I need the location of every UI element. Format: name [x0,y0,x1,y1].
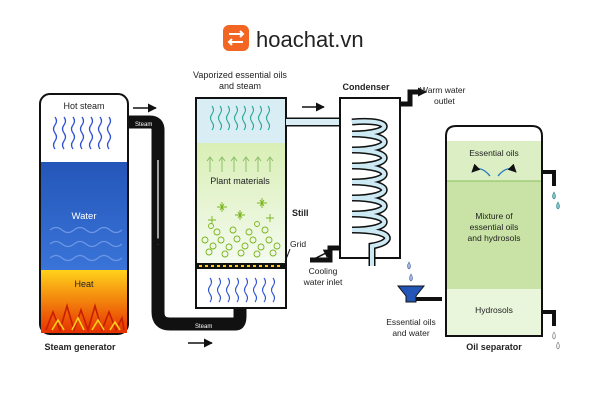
vapor-wavy-lines [209,105,271,131]
output-label-1: Essential oils [386,317,436,327]
vapor-label-line1: Vaporized essential oils [193,70,287,80]
mixture-label-1: Mixture of [475,211,513,221]
plant-materials-label: Plant materials [210,176,270,186]
cooling-inlet-label-2: water inlet [303,277,343,287]
condensate-drops-icon [407,261,413,282]
collection-funnel [396,285,426,303]
warm-outlet-label-1: Warm water [420,85,466,95]
warm-outlet-label-2: outlet [434,96,455,106]
warm-outlet-pipe [400,89,418,107]
steam-pipe: Steam Steam [128,115,247,331]
still-title: Still [292,208,309,218]
steam-pipe-label-bottom: Steam [195,324,212,330]
steam-generator: Hot steam Water Heat Steam generator [39,93,129,352]
still: Vaporized essential oils and steam Plant… [193,70,309,309]
hydrosol-outlet-pipe [542,310,556,326]
logo-text: hoachat.vn [256,27,364,52]
plant-particles [201,198,281,258]
mixture-label-3: and hydrosols [468,233,521,243]
steam-generator-title: Steam generator [44,342,116,352]
vapor-label-line2: and steam [219,81,261,91]
condenser-coil [351,117,391,266]
oil-outlet-pipe [542,170,556,186]
water-label: Water [72,211,97,222]
still-bottom-steam [207,277,276,303]
grid-label: Grid [290,239,306,249]
oil-separator: Essential oils Mixture of essential oils… [445,125,560,352]
brand-logo: hoachat.vn [223,25,364,52]
output-label-2: and water [392,328,429,338]
condenser-title: Condenser [342,82,390,92]
essential-oils-label: Essential oils [469,148,519,158]
logo-icon [223,25,249,51]
oil-separator-title: Oil separator [466,342,522,352]
steam-pipe-label-top: Steam [135,122,152,128]
hydrosols-label: Hydrosols [475,305,513,315]
hydrosol-drop-icon [552,331,560,350]
oil-flow-arrows [471,163,517,177]
mixture-label-2: essential oils [470,222,519,232]
cooling-inlet-label-1: Cooling [309,266,338,276]
steam-wavy-lines [52,116,112,150]
oil-drop-icon [552,191,560,210]
condenser: Condenser Warm water outlet Cooling wate… [303,82,466,338]
water-waves [49,226,123,262]
heat-label: Heat [74,279,94,289]
flame-icon [45,303,125,333]
hot-steam-label: Hot steam [63,101,104,111]
rising-arrows [206,156,274,172]
